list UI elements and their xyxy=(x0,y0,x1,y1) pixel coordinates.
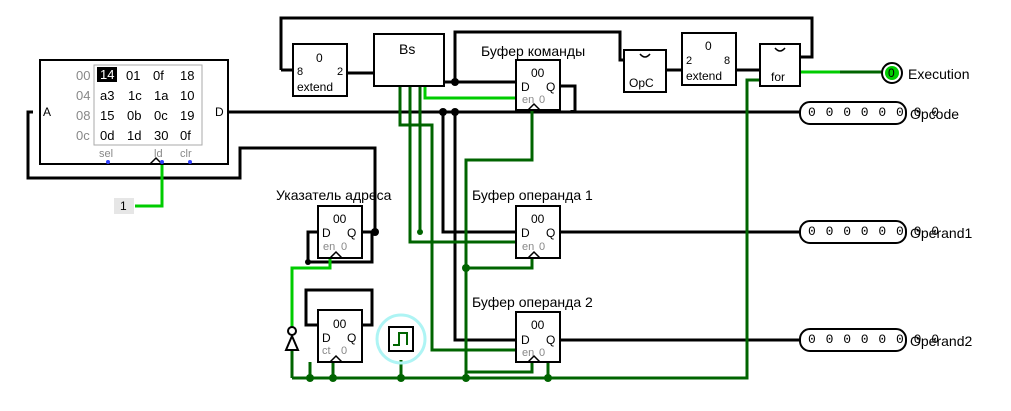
memory-cell[interactable]: 0d xyxy=(100,128,115,143)
execution-label: Execution xyxy=(908,66,970,82)
memory-block xyxy=(39,59,229,165)
op2-reg-d: D xyxy=(521,333,530,347)
register-boxes xyxy=(317,59,561,363)
operand1-buffer-label: Буфер операнда 1 xyxy=(472,187,593,203)
memory-addr-2: 08 xyxy=(76,108,91,123)
memory-cell[interactable]: 0b xyxy=(127,108,142,123)
memory-addr-3: 0c xyxy=(76,128,90,143)
memory-port-a: A xyxy=(43,105,52,119)
extend2-top: 0 xyxy=(705,39,712,53)
opcode-value: 0 0 0 0 0 0 0 0 xyxy=(808,105,941,120)
addr-reg-en: en xyxy=(323,241,336,253)
counter-reg-q: Q xyxy=(347,331,357,345)
inverter-shape xyxy=(284,333,300,351)
memory-pin-ld: ld xyxy=(154,148,163,160)
extend1-box xyxy=(292,43,348,97)
constant-box xyxy=(114,198,134,214)
memory-cell[interactable]: 10 xyxy=(180,88,195,103)
execution-value: 0 xyxy=(888,66,895,80)
operand1-label: Operand1 xyxy=(910,225,973,241)
cmd-reg-zero: 0 xyxy=(539,94,546,106)
memory-addr-0: 00 xyxy=(76,68,91,83)
memory-cell[interactable]: 0f xyxy=(180,128,191,143)
memory-pin-clr: clr xyxy=(180,148,192,160)
opcode-label: Opcode xyxy=(910,106,960,122)
extend2-box xyxy=(681,32,737,86)
extend1-label: extend xyxy=(297,80,334,94)
counter-reg-d: D xyxy=(322,331,331,345)
memory-cell[interactable]: 0f xyxy=(153,68,164,83)
memory-cell[interactable]: 1c xyxy=(128,88,142,103)
memory-cell-selected[interactable]: 14 xyxy=(97,67,118,82)
addr-reg-zero: 0 xyxy=(341,241,348,253)
cmd-reg-q: Q xyxy=(546,80,556,94)
operand1-value: 0 0 0 0 0 0 0 0 xyxy=(808,224,941,239)
extend2-out: 8 xyxy=(724,55,731,67)
constant-one[interactable]: 1 xyxy=(120,199,127,213)
memory-cell[interactable]: 0c xyxy=(154,108,168,123)
memory-cell[interactable]: 30 xyxy=(154,128,169,143)
for-label: for xyxy=(771,70,786,84)
memory-port-d: D xyxy=(215,105,224,119)
memory-pin-sel: sel xyxy=(99,148,114,160)
op2-reg-zero: 0 xyxy=(539,347,546,359)
addr-reg-d: D xyxy=(322,226,331,240)
cmd-buffer-label: Буфер команды xyxy=(481,43,586,59)
cmd-reg-en: en xyxy=(522,94,535,106)
output-probes xyxy=(799,62,907,352)
memory-cell[interactable]: 01 xyxy=(126,68,141,83)
op1-reg-zero: 0 xyxy=(539,241,546,253)
op1-reg-value: 00 xyxy=(531,212,545,226)
extend1-in: 8 xyxy=(297,66,304,78)
bs-label: Bs xyxy=(399,41,416,57)
cmd-reg-d: D xyxy=(521,80,530,94)
addr-ptr-label: Указатель адреса xyxy=(276,187,392,203)
extend1-out: 2 xyxy=(337,66,344,78)
op2-reg-value: 00 xyxy=(531,318,545,332)
op1-reg-q: Q xyxy=(546,226,556,240)
active-wires xyxy=(135,70,840,330)
addr-reg-value: 00 xyxy=(333,212,347,226)
extend2-label: extend xyxy=(686,69,723,83)
junctions xyxy=(305,78,459,265)
counter-reg-ct: ct xyxy=(322,345,331,357)
memory-cell[interactable]: 15 xyxy=(100,108,115,123)
memory-cell[interactable]: 19 xyxy=(180,108,195,123)
bus-wires xyxy=(26,16,814,342)
addr-reg-q: Q xyxy=(347,226,357,240)
op1-reg-d: D xyxy=(521,226,530,240)
clock-shape xyxy=(375,313,427,365)
op2-reg-en: en xyxy=(522,347,535,359)
memory-addr-1: 04 xyxy=(76,88,91,103)
bs-box xyxy=(373,33,445,87)
memory-cell[interactable]: 1d xyxy=(127,128,142,143)
operand2-value: 0 0 0 0 0 0 0 0 xyxy=(808,332,941,347)
extend1-top: 0 xyxy=(316,51,323,65)
memory-cell[interactable]: a3 xyxy=(100,88,115,103)
op2-reg-q: Q xyxy=(546,333,556,347)
opc-label: OpC xyxy=(629,76,654,90)
operand2-label: Operand2 xyxy=(910,333,973,349)
memory-cell[interactable]: 18 xyxy=(180,68,195,83)
memory-cell[interactable]: 1a xyxy=(154,88,169,103)
for-box xyxy=(759,43,801,87)
counter-reg-value: 00 xyxy=(333,317,347,331)
operand2-buffer-label: Буфер операнда 2 xyxy=(472,294,593,310)
low-wires xyxy=(290,70,882,380)
counter-reg-zero: 0 xyxy=(341,345,348,357)
cmd-reg-value: 00 xyxy=(531,66,545,80)
extend2-in: 2 xyxy=(686,55,693,67)
op1-reg-en: en xyxy=(522,241,535,253)
